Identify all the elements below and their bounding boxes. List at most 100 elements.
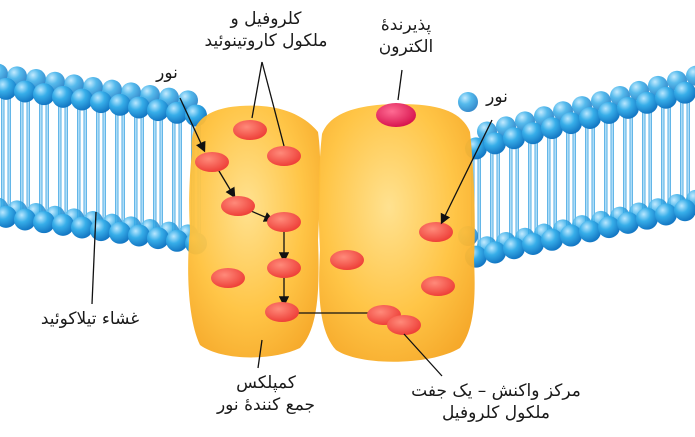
lipid-tail	[516, 146, 520, 240]
chlorophyll-label-line1: کلروفیل و	[176, 8, 356, 30]
lipid-head	[90, 91, 112, 113]
lipid-head	[636, 92, 658, 114]
lipid-tail	[566, 131, 570, 227]
lipid-tail	[547, 136, 551, 232]
lipid-tail	[630, 116, 634, 215]
electron-acceptor	[376, 103, 416, 127]
lipid-head	[560, 225, 582, 247]
lipid-head	[503, 127, 525, 149]
lipid-head	[71, 88, 93, 110]
lipid-head	[33, 83, 55, 105]
lipid-tail	[65, 105, 69, 217]
lipid-tail	[134, 115, 138, 227]
lipid-tail	[122, 113, 126, 225]
electron-acceptor-label-line2: الکترون	[364, 36, 448, 58]
light-label-right: نور	[472, 86, 522, 108]
lipid-tail	[27, 100, 31, 212]
lipid-head	[147, 99, 169, 121]
pigment-molecule	[267, 212, 301, 232]
lipid-tail	[604, 121, 608, 219]
lipid-tail	[592, 126, 596, 223]
reaction-center-label-line1: مرکز واکنش – یک جفت	[396, 380, 596, 402]
lipid-head	[166, 102, 188, 124]
lipid-head	[598, 102, 620, 124]
lipid-tail	[39, 102, 43, 214]
lipid-head	[674, 199, 695, 221]
lipid-tail	[642, 111, 646, 211]
lipid-tail	[8, 97, 12, 209]
pigment-molecule	[330, 250, 364, 270]
lipid-tail	[141, 115, 145, 227]
pigment-molecule	[267, 258, 301, 278]
lipid-head	[128, 96, 150, 118]
lipid-tail	[497, 151, 501, 244]
light-label-left: نور	[142, 62, 192, 84]
lipid-head	[14, 209, 36, 231]
lipid-head	[579, 220, 601, 242]
electron-acceptor-label-line1: پذیرندهٔ	[364, 14, 448, 36]
lipid-head	[484, 132, 506, 154]
lipid-head	[579, 107, 601, 129]
lipid-head	[109, 94, 131, 116]
lipid-head	[560, 112, 582, 134]
lipid-tail	[611, 121, 615, 219]
lipid-head	[636, 208, 658, 230]
lipid-tail	[623, 116, 627, 215]
reaction-center-label-line2: ملکول کلروفیل	[396, 402, 596, 424]
lipid-head	[90, 219, 112, 241]
lipid-tail	[84, 107, 88, 219]
lipid-tail	[160, 118, 164, 230]
pigment-molecule	[267, 146, 301, 166]
light-harvesting-complex-label: کمپلکس جمع کنندهٔ نور	[196, 372, 336, 416]
pigment-molecule	[221, 196, 255, 216]
pigment-molecule	[211, 268, 245, 288]
lipid-tail	[58, 105, 62, 217]
chlorophyll-label-line2: ملکول کاروتینوئید	[176, 30, 356, 52]
lipid-head	[522, 122, 544, 144]
lipid-tail	[661, 106, 665, 207]
electron-acceptor-label: پذیرندهٔ الکترون	[364, 14, 448, 58]
lipid-tail	[509, 146, 513, 240]
lipid-tail	[20, 100, 24, 212]
lipid-head	[71, 216, 93, 238]
lipid-head	[655, 87, 677, 109]
lipid-tail	[46, 102, 50, 214]
lipid-tail	[528, 141, 532, 236]
pigment-molecule	[419, 222, 453, 242]
lipid-head	[655, 203, 677, 225]
lipid-head	[598, 216, 620, 238]
lipid-head	[128, 224, 150, 246]
lipid-head	[14, 81, 36, 103]
lipid-tail	[649, 111, 653, 211]
lipid-tail	[77, 107, 81, 219]
lipid-tail	[478, 156, 482, 248]
lipid-head	[52, 86, 74, 108]
lipid-head	[541, 229, 563, 251]
lipid-tail	[96, 110, 100, 222]
light-harvesting-complex-label-line2: جمع کنندهٔ نور	[196, 394, 336, 416]
lipid-tail	[585, 126, 589, 223]
thylakoid-membrane-label: غشاء تیلاکوئید	[20, 308, 160, 330]
lipid-tail	[490, 151, 494, 244]
pigment-molecule	[387, 315, 421, 335]
lipid-tail	[1, 97, 5, 209]
reaction-center-label: مرکز واکنش – یک جفت ملکول کلروفیل	[396, 380, 596, 424]
lipid-head	[674, 82, 695, 104]
light-harvesting-complex-label-line1: کمپلکس	[196, 372, 336, 394]
lipid-tail	[668, 106, 672, 207]
lipid-tail	[172, 121, 176, 233]
lipid-head	[484, 241, 506, 263]
lipid-head	[617, 97, 639, 119]
lipid-tail	[153, 118, 157, 230]
lipid-tail	[573, 131, 577, 227]
pigment-molecule	[195, 152, 229, 172]
lipid-head	[109, 222, 131, 244]
pigment-molecule	[421, 276, 455, 296]
lipid-head	[166, 230, 188, 252]
lipid-tail	[535, 141, 539, 236]
lipid-head	[52, 214, 74, 236]
light-harvesting-complex	[188, 106, 320, 358]
lipid-head	[541, 117, 563, 139]
lipid-tail	[554, 136, 558, 232]
